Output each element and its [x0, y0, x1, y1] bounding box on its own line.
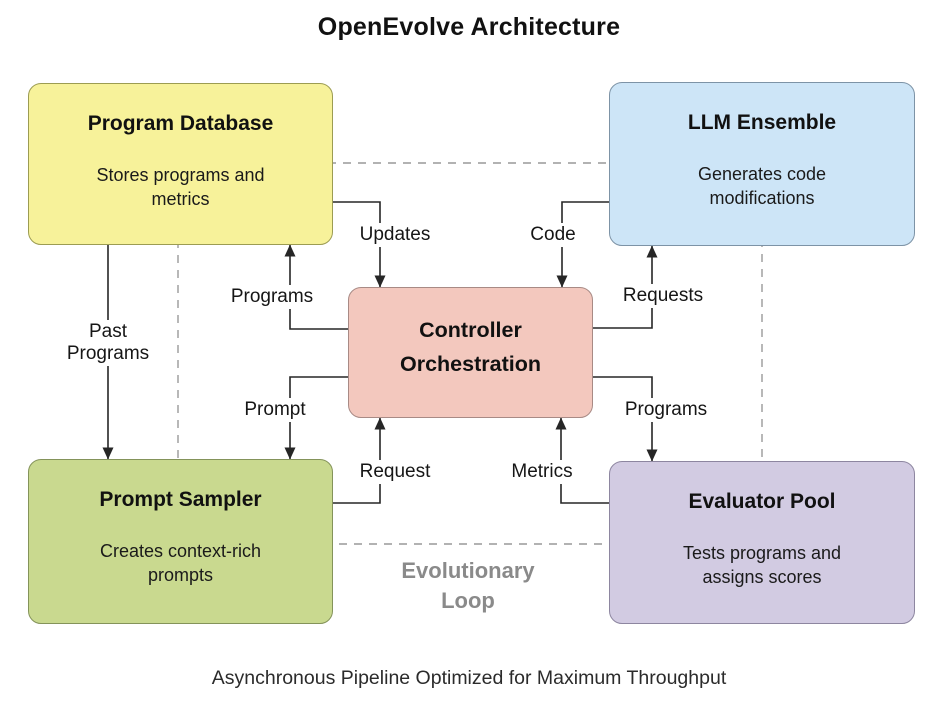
node-evaluator-pool: Evaluator Pool Tests programs and assign… [609, 461, 915, 624]
edge-label-metrics: Metrics [507, 460, 577, 484]
edge-label-past-programs: Past Programs [60, 320, 156, 366]
node-llm-ensemble-title: LLM Ensemble [687, 111, 837, 134]
edge-label-requests: Requests [618, 284, 708, 308]
edge-requests-arrow [593, 245, 658, 329]
node-program-database-subtitle: Stores programs and metrics [96, 165, 265, 209]
node-evaluator-pool-title: Evaluator Pool [688, 490, 836, 513]
edge-programs-left-arrow [284, 244, 348, 330]
diagram-title: OpenEvolve Architecture [317, 13, 621, 41]
edge-label-code: Code [526, 223, 580, 247]
node-prompt-sampler: Prompt Sampler Creates context-rich prom… [28, 459, 333, 624]
node-program-database-title: Program Database [87, 112, 274, 135]
node-evaluator-pool-subtitle: Tests programs and assigns scores [682, 543, 842, 587]
node-llm-ensemble: LLM Ensemble Generates code modification… [609, 82, 915, 246]
node-controller-orchestration-title: Controller Orchestration [400, 318, 541, 376]
edge-code-arrow [556, 201, 609, 288]
edge-label-programs-left: Programs [226, 285, 318, 309]
evolutionary-loop-label-line1: Evolutionary [401, 558, 535, 583]
diagram-caption: Asynchronous Pipeline Optimized for Maxi… [211, 667, 727, 689]
node-prompt-sampler-title: Prompt Sampler [99, 488, 262, 511]
node-prompt-sampler-subtitle: Creates context-rich prompts [99, 541, 262, 585]
evolutionary-loop-label: Evolutionary Loop [401, 556, 534, 616]
evolutionary-loop-dashed-border [177, 162, 763, 545]
edge-request-arrow [333, 417, 386, 504]
edge-metrics-arrow [555, 417, 609, 504]
edge-updates-arrow [333, 201, 386, 288]
node-controller-orchestration: Controller Orchestration [348, 287, 593, 418]
node-program-database: Program Database Stores programs and met… [28, 83, 333, 245]
node-llm-ensemble-subtitle: Generates code modifications [697, 164, 827, 208]
edge-label-request: Request [355, 460, 435, 484]
edge-label-prompt: Prompt [240, 398, 310, 422]
edge-label-updates: Updates [355, 223, 435, 247]
edge-prompt-arrow [284, 376, 348, 460]
edge-programs-right-arrow [593, 376, 658, 462]
edge-label-programs-right: Programs [620, 398, 712, 422]
evolutionary-loop-label-line2: Loop [441, 588, 495, 613]
